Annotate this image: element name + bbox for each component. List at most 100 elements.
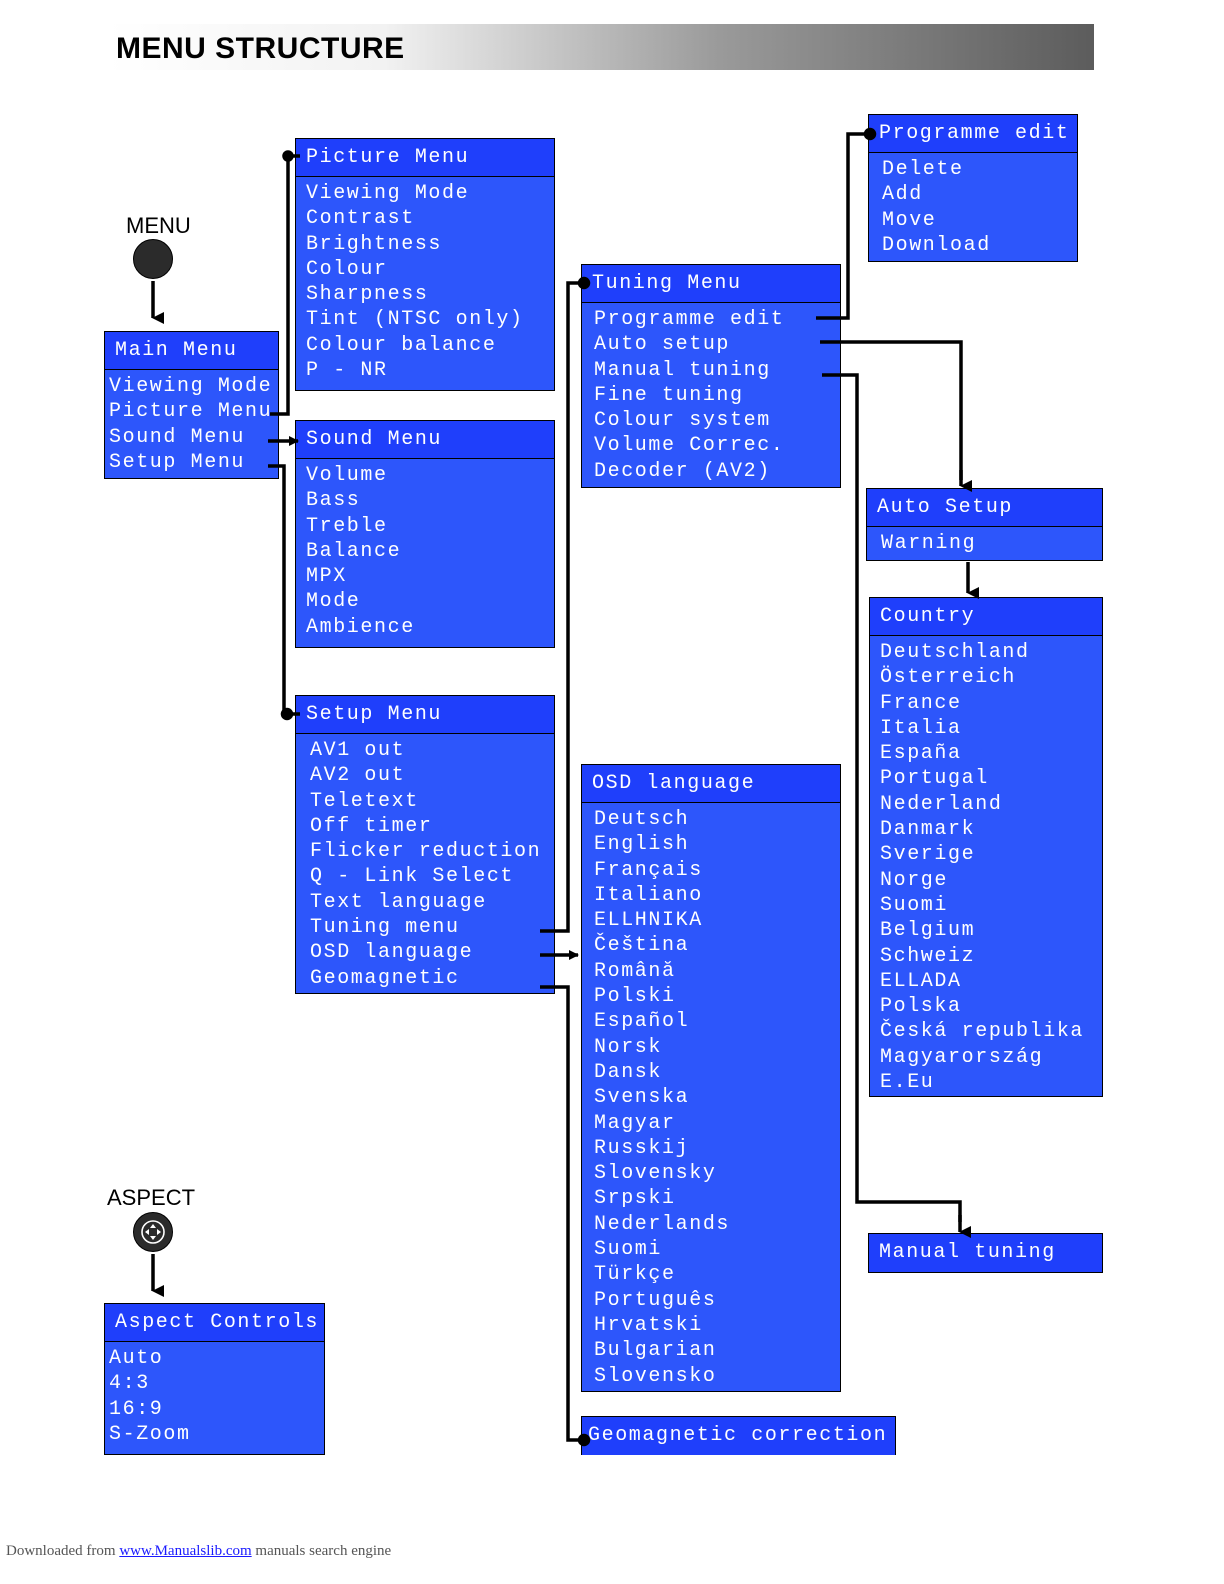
- osd-menu-item[interactable]: Português: [594, 1288, 717, 1312]
- country-menu-item[interactable]: Magyarország: [880, 1045, 1044, 1069]
- osd-menu-item[interactable]: Nederlands: [594, 1212, 731, 1236]
- sound-menu-item[interactable]: Treble: [306, 514, 388, 538]
- link-main-to-picture: [270, 154, 300, 416]
- country-menu-item[interactable]: Sverige: [880, 843, 976, 867]
- setup-menu-item[interactable]: Flicker reduction: [310, 840, 542, 864]
- country-menu-item[interactable]: E.Eu: [880, 1071, 935, 1095]
- picture-menu-item[interactable]: Sharpness: [306, 283, 429, 307]
- osd-menu-item[interactable]: Dansk: [594, 1060, 663, 1084]
- tuning-menu-item[interactable]: Decoder (AV2): [594, 459, 771, 483]
- country-menu-item[interactable]: Norge: [880, 868, 949, 892]
- country-menu-item[interactable]: España: [880, 742, 962, 766]
- tuning-menu-item[interactable]: Colour system: [594, 409, 771, 433]
- aspect-menu-item[interactable]: 16:9: [109, 1397, 164, 1421]
- osd-menu-item[interactable]: Svenska: [594, 1086, 690, 1110]
- country-menu-item[interactable]: Česká republika: [880, 1020, 1085, 1044]
- setup-menu-item[interactable]: Geomagnetic: [310, 966, 460, 990]
- tuning-menu-item[interactable]: Fine tuning: [594, 383, 744, 407]
- programme-edit-menu-item[interactable]: Delete: [882, 158, 964, 181]
- tuning-menu-item[interactable]: Programme edit: [594, 308, 785, 331]
- main-menu-title: Main Menu: [105, 332, 278, 370]
- sound-menu-item[interactable]: Mode: [306, 590, 361, 614]
- osd-menu-item[interactable]: Hrvatski: [594, 1313, 703, 1337]
- manual-tuning-menu-title: Manual tuning: [869, 1234, 1102, 1272]
- osd-menu-item[interactable]: Deutsch: [594, 808, 690, 831]
- setup-menu-item[interactable]: Teletext: [310, 789, 419, 813]
- setup-menu-item[interactable]: Tuning menu: [310, 916, 460, 940]
- footer-link[interactable]: www.Manualslib.com: [119, 1543, 252, 1559]
- osd-menu-item[interactable]: Srpski: [594, 1187, 676, 1211]
- setup-menu-item[interactable]: AV1 out: [310, 739, 406, 762]
- country-menu-item[interactable]: Suomi: [880, 893, 949, 917]
- programme-edit-menu-item[interactable]: Move: [882, 208, 937, 232]
- country-menu-title: Country: [870, 598, 1102, 636]
- osd-menu-item[interactable]: Slovensky: [594, 1162, 717, 1186]
- country-menu-item[interactable]: Italia: [880, 716, 962, 740]
- setup-menu-item[interactable]: Q - Link Select: [310, 865, 515, 889]
- osd-menu-item[interactable]: Bulgarian: [594, 1339, 717, 1363]
- picture-menu-item[interactable]: Colour balance: [306, 333, 497, 357]
- tuning-menu-item[interactable]: Volume Correc.: [594, 434, 785, 458]
- programme-edit-menu-item[interactable]: Download: [882, 233, 991, 257]
- sound-menu-item[interactable]: Bass: [306, 489, 361, 513]
- main-menu-item[interactable]: Sound Menu: [109, 425, 246, 449]
- sound-menu-item[interactable]: Balance: [306, 539, 402, 563]
- geomagnetic-correction-menu: Geomagnetic correction: [581, 1416, 896, 1455]
- picture-menu-item[interactable]: Brightness: [306, 232, 443, 256]
- link-tuning-to-auto-setup: [820, 340, 963, 480]
- picture-menu-item[interactable]: Viewing Mode: [306, 182, 470, 205]
- picture-menu-item[interactable]: P - NR: [306, 359, 388, 383]
- sound-menu-item[interactable]: Volume: [306, 464, 388, 487]
- osd-menu-item[interactable]: Français: [594, 858, 703, 882]
- country-menu-item[interactable]: Deutschland: [880, 641, 1030, 664]
- osd-menu-item[interactable]: Türkçe: [594, 1263, 676, 1287]
- country-menu-item[interactable]: Polska: [880, 995, 962, 1019]
- picture-menu-item[interactable]: Tint (NTSC only): [306, 308, 524, 332]
- setup-menu-item[interactable]: Text language: [310, 890, 487, 914]
- footer: Downloaded from www.Manualslib.com manua…: [6, 1543, 391, 1560]
- country-menu-item[interactable]: Portugal: [880, 767, 989, 791]
- osd-menu-item[interactable]: Italiano: [594, 883, 703, 907]
- country-menu-item[interactable]: France: [880, 691, 962, 715]
- auto-setup-menu-item[interactable]: Warning: [881, 532, 977, 555]
- picture-menu-item[interactable]: Colour: [306, 257, 388, 281]
- aspect-menu-item[interactable]: Auto: [109, 1347, 164, 1370]
- picture-menu-item[interactable]: Contrast: [306, 207, 415, 231]
- manual-tuning-menu: Manual tuning: [868, 1233, 1103, 1273]
- osd-menu-item[interactable]: Norsk: [594, 1035, 663, 1059]
- osd-menu-item[interactable]: Suomi: [594, 1238, 663, 1262]
- osd-menu-item[interactable]: ELLHNIKA: [594, 909, 703, 933]
- osd-menu-item[interactable]: Russkij: [594, 1136, 690, 1160]
- tuning-menu-item[interactable]: Manual tuning: [594, 358, 771, 382]
- osd-menu-item[interactable]: Español: [594, 1010, 690, 1034]
- country-menu-item[interactable]: Schweiz: [880, 944, 976, 968]
- main-menu-item[interactable]: Viewing Mode: [109, 375, 273, 398]
- aspect-menu-item[interactable]: S-Zoom: [109, 1422, 191, 1446]
- main-menu-item[interactable]: Setup Menu: [109, 450, 246, 474]
- osd-menu-item[interactable]: Čeština: [594, 934, 690, 958]
- country-menu-item[interactable]: ELLADA: [880, 969, 962, 993]
- osd-menu-item[interactable]: Slovensko: [594, 1364, 717, 1388]
- tuning-menu-item[interactable]: Auto setup: [594, 333, 731, 357]
- sound-menu-item[interactable]: Ambience: [306, 615, 415, 639]
- main-menu-item[interactable]: Picture Menu: [109, 400, 273, 424]
- country-menu-item[interactable]: Nederland: [880, 792, 1003, 816]
- country-menu-item[interactable]: Belgium: [880, 919, 976, 943]
- sound-menu-item[interactable]: MPX: [306, 565, 347, 589]
- tuning-menu-title: Tuning Menu: [582, 265, 840, 303]
- setup-menu-item[interactable]: Off timer: [310, 814, 433, 838]
- osd-menu-item[interactable]: Polski: [594, 985, 676, 1009]
- osd-menu-item[interactable]: Magyar: [594, 1111, 676, 1135]
- setup-menu-item[interactable]: AV2 out: [310, 764, 406, 788]
- country-menu-item[interactable]: Danmark: [880, 818, 976, 842]
- setup-menu-item[interactable]: OSD language: [310, 941, 474, 965]
- programme-edit-menu-item[interactable]: Add: [882, 183, 923, 207]
- osd-menu-item[interactable]: Română: [594, 959, 676, 983]
- country-menu-item[interactable]: Österreich: [880, 666, 1017, 690]
- aspect-menu-item[interactable]: 4:3: [109, 1372, 150, 1396]
- osd-menu-item[interactable]: English: [594, 833, 690, 857]
